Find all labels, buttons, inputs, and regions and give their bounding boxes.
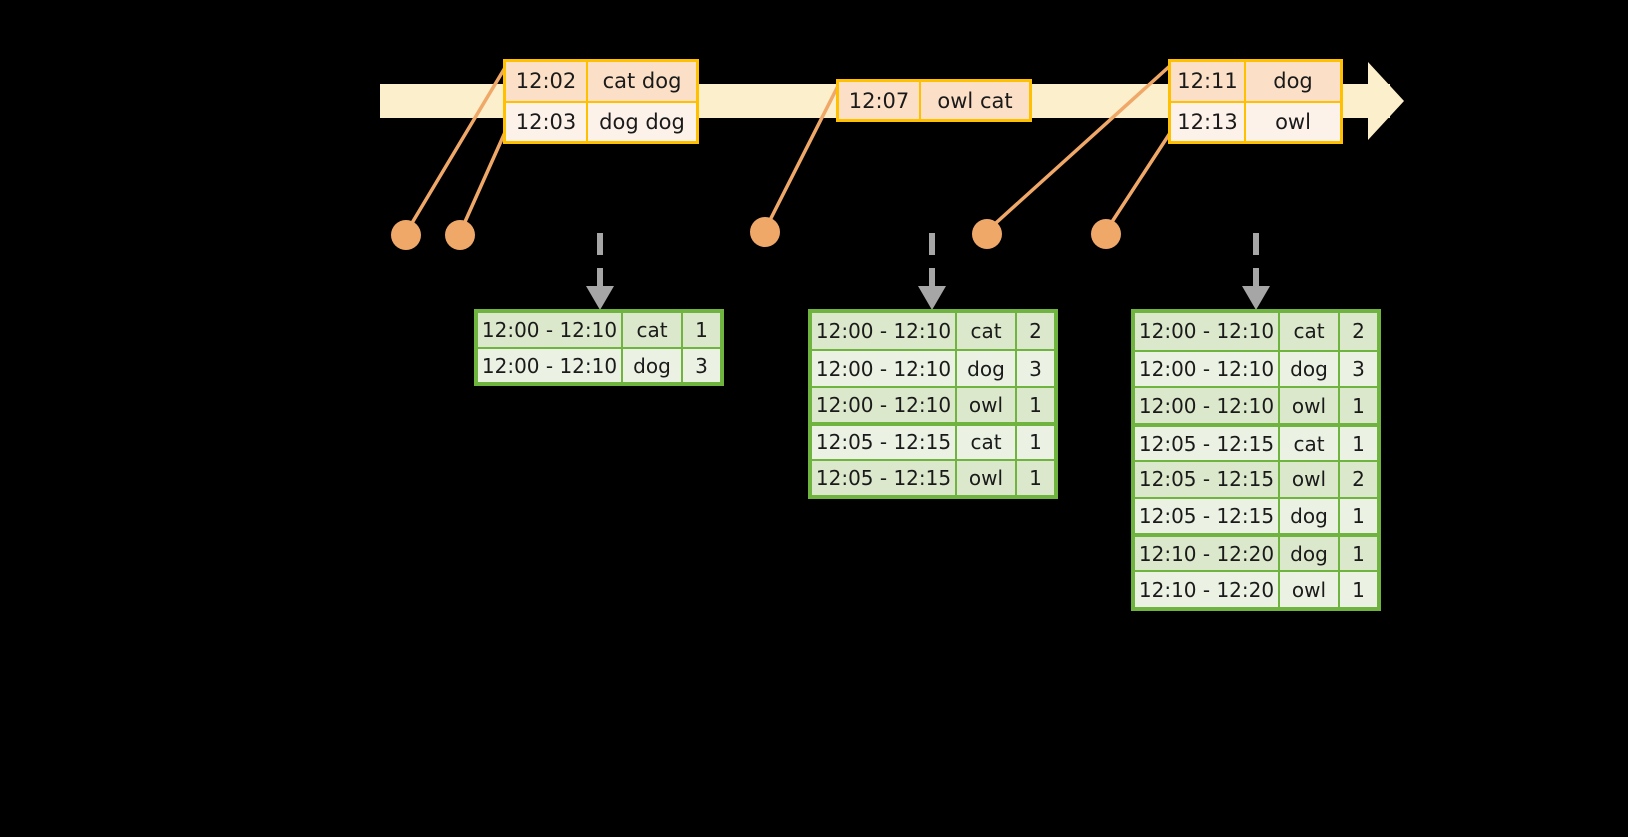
window-cell: 12:10 - 12:20 [1135,537,1280,571]
word-cell: cat [1280,427,1340,460]
table-row[interactable]: 12:00 - 12:10 cat 1 [478,313,720,348]
table-row[interactable]: 12:00 - 12:10 owl 1 [1135,386,1377,424]
window-cell: 12:00 - 12:10 [1135,351,1280,387]
count-cell: 2 [1340,461,1377,497]
table-row[interactable]: 12:00 - 12:10 owl 1 [812,385,1054,423]
word-cell: dog [1280,498,1340,534]
event-box-3[interactable]: 12:11 dog 12:13 owl [1168,59,1343,144]
word-cell: dog [1280,537,1340,571]
window-cell: 12:05 - 12:15 [1135,461,1280,497]
count-cell: 1 [1017,426,1054,459]
connector-dots [391,217,1121,250]
table-row[interactable]: 12:05 - 12:15 cat 1 [1135,423,1377,460]
window-cell: 12:00 - 12:10 [812,313,957,350]
window-cell: 12:10 - 12:20 [1135,572,1280,608]
word-cell: dog [957,351,1017,386]
word-cell: dog [623,349,683,382]
window-cell: 12:00 - 12:10 [478,349,623,382]
window-cell: 12:05 - 12:15 [812,460,957,496]
word-cell: owl [957,460,1017,496]
table-row[interactable]: 12:00 - 12:10 cat 2 [812,313,1054,350]
event-time: 12:13 [1171,102,1246,141]
event-row[interactable]: 12:07 owl cat [839,82,1029,119]
table-row[interactable]: 12:05 - 12:15 dog 1 [1135,496,1377,534]
event-words: owl cat [921,82,1029,119]
window-cell: 12:05 - 12:15 [1135,498,1280,534]
window-cell: 12:00 - 12:10 [812,387,957,423]
word-cell: owl [957,387,1017,423]
word-cell: cat [957,426,1017,459]
window-cell: 12:00 - 12:10 [478,313,623,348]
count-cell: 1 [1017,460,1054,496]
word-cell: cat [957,313,1017,350]
table-row[interactable]: 12:05 - 12:15 cat 1 [812,422,1054,459]
window-cell: 12:05 - 12:15 [1135,427,1280,460]
table-row[interactable]: 12:00 - 12:10 dog 3 [812,349,1054,386]
word-cell: cat [1280,313,1340,350]
window-cell: 12:00 - 12:10 [1135,313,1280,350]
count-cell: 1 [1340,537,1377,571]
count-cell: 3 [1017,351,1054,386]
count-cell: 3 [683,349,720,382]
table-row[interactable]: 12:05 - 12:15 owl 1 [812,458,1054,496]
event-row[interactable]: 12:13 owl [1171,100,1340,141]
count-cell: 1 [683,313,720,348]
count-cell: 1 [1340,388,1377,424]
word-cell: cat [623,313,683,348]
connector-dot [1091,219,1121,249]
connector-dot [391,220,421,250]
event-words: cat dog [588,62,696,101]
table-row[interactable]: 12:00 - 12:10 dog 3 [478,347,720,382]
table-row[interactable]: 12:00 - 12:10 cat 2 [1135,313,1377,350]
event-row[interactable]: 12:11 dog [1171,62,1340,101]
window-cell: 12:00 - 12:10 [1135,388,1280,424]
count-cell: 2 [1017,313,1054,350]
event-box-1[interactable]: 12:02 cat dog 12:03 dog dog [503,59,699,144]
event-time: 12:03 [506,102,588,141]
trigger-arrows [597,233,1259,287]
event-row[interactable]: 12:02 cat dog [506,62,696,101]
table-row[interactable]: 12:10 - 12:20 dog 1 [1135,533,1377,571]
event-time: 12:11 [1171,62,1246,101]
connector-dot [445,220,475,250]
event-time: 12:02 [506,62,588,101]
result-table-1[interactable]: 12:00 - 12:10 cat 1 12:00 - 12:10 dog 3 [474,309,724,386]
word-cell: dog [1280,351,1340,387]
table-row[interactable]: 12:10 - 12:20 owl 1 [1135,570,1377,608]
count-cell: 1 [1340,572,1377,608]
table-row[interactable]: 12:00 - 12:10 dog 3 [1135,349,1377,387]
window-cell: 12:00 - 12:10 [812,351,957,386]
count-cell: 3 [1340,351,1377,387]
connector-dot [750,217,780,247]
connector-dot [972,219,1002,249]
table-row[interactable]: 12:05 - 12:15 owl 2 [1135,459,1377,497]
trigger-arrow-heads [586,286,1270,310]
result-table-3[interactable]: 12:00 - 12:10 cat 2 12:00 - 12:10 dog 3 … [1131,309,1381,611]
count-cell: 1 [1340,427,1377,460]
count-cell: 1 [1017,387,1054,423]
word-cell: owl [1280,572,1340,608]
event-time: 12:07 [839,82,921,119]
word-cell: owl [1280,388,1340,424]
word-cell: owl [1280,461,1340,497]
event-box-2[interactable]: 12:07 owl cat [836,79,1032,122]
window-cell: 12:05 - 12:15 [812,426,957,459]
count-cell: 2 [1340,313,1377,350]
event-words: owl [1246,102,1340,141]
result-table-2[interactable]: 12:00 - 12:10 cat 2 12:00 - 12:10 dog 3 … [808,309,1058,499]
count-cell: 1 [1340,498,1377,534]
event-words: dog [1246,62,1340,101]
event-words: dog dog [588,102,696,141]
event-row[interactable]: 12:03 dog dog [506,100,696,141]
